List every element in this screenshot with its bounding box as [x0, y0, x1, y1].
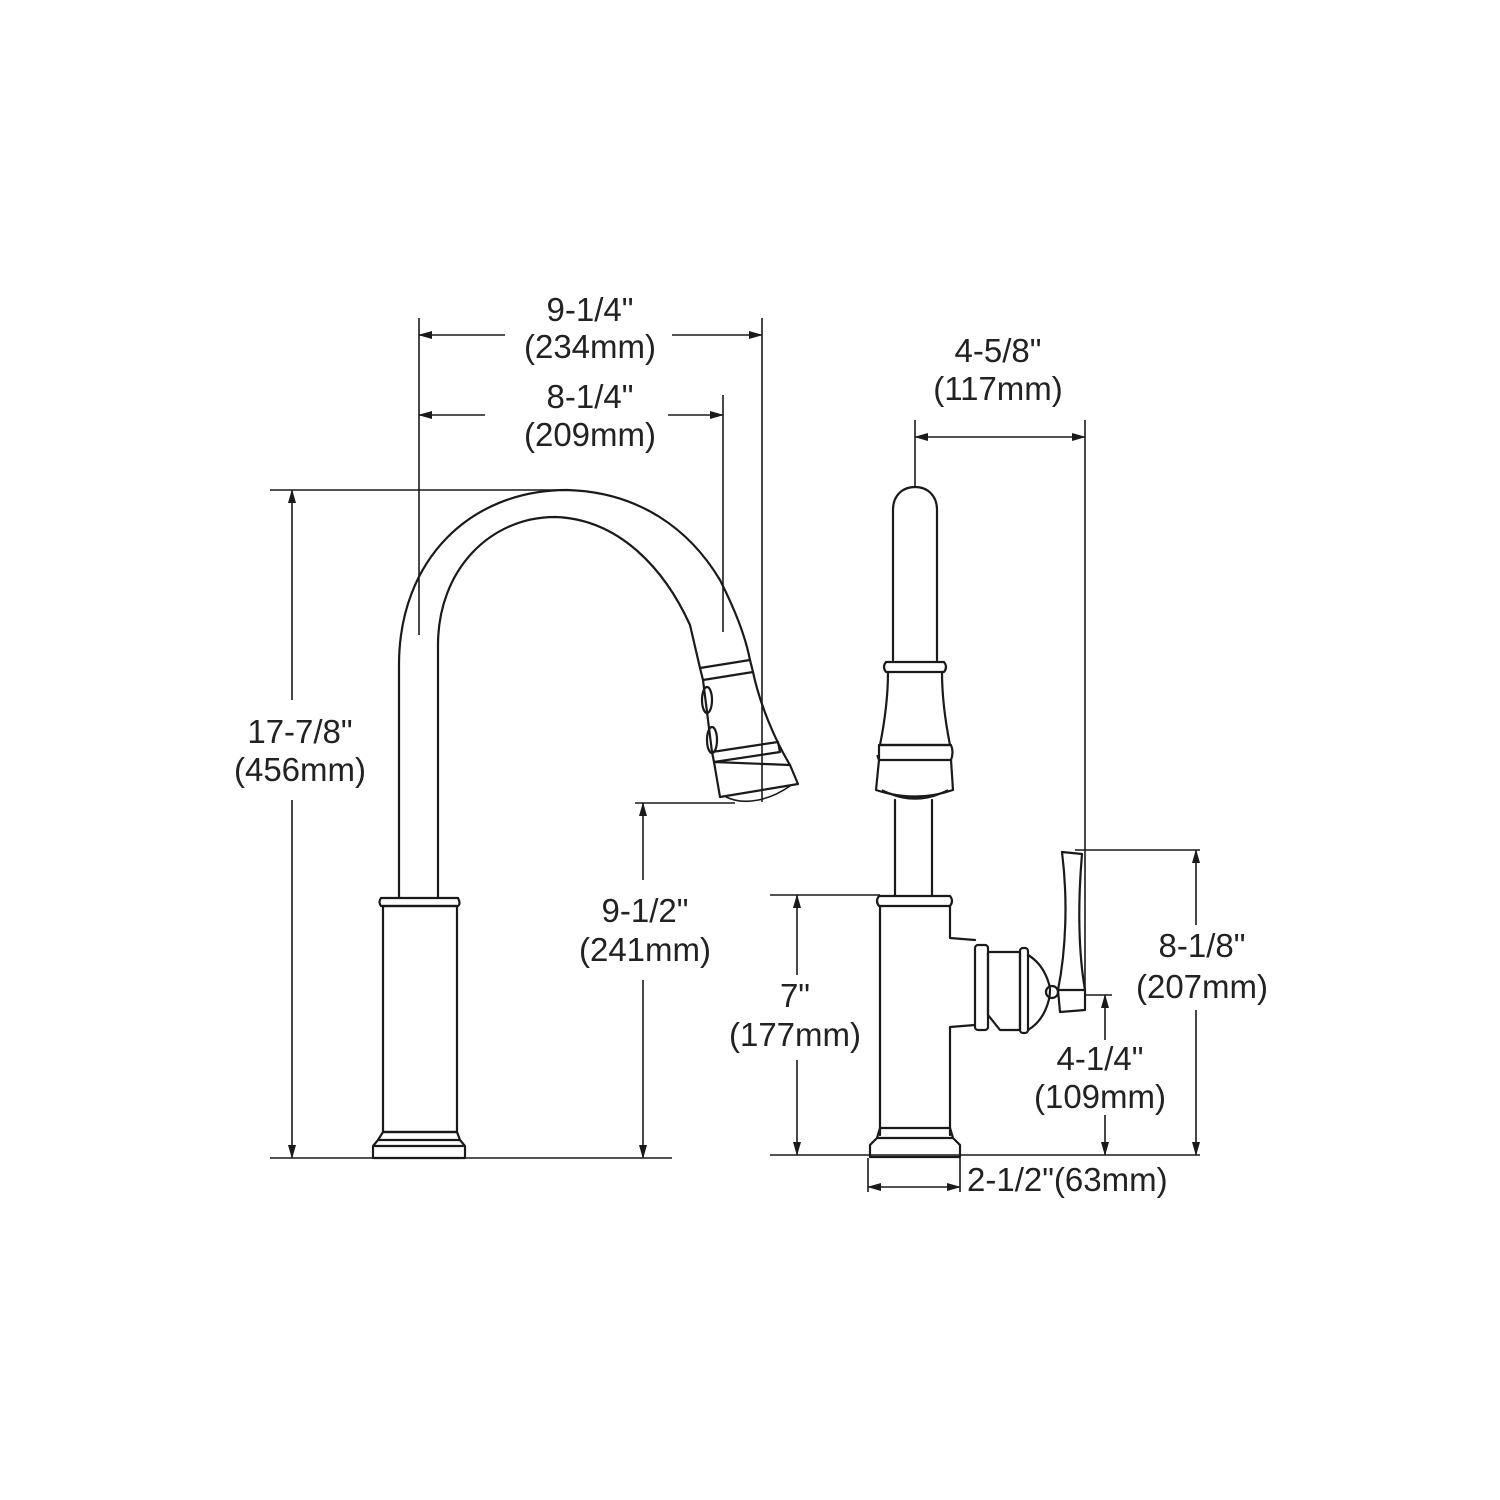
body-collar	[378, 896, 461, 908]
body-height-imperial: 7"	[780, 977, 810, 1014]
spray-head-top	[891, 485, 939, 662]
side-view-dimensions: 9-1/4" (234mm) 8-1/4" (209mm) 17-7/8" (4…	[234, 291, 763, 1159]
base-diameter-label: 2-1/2"(63mm)	[967, 1161, 1168, 1198]
handle-pivot-height-imperial: 4-1/4"	[1057, 1040, 1144, 1077]
spout-clearance-imperial: 9-1/2"	[602, 892, 689, 929]
overall-height-metric: (456mm)	[234, 751, 366, 788]
spout-outer	[397, 488, 752, 899]
handle-reach-imperial: 4-5/8"	[955, 332, 1042, 369]
base	[371, 1130, 467, 1160]
body-height-metric: (177mm)	[729, 1016, 861, 1053]
body	[381, 904, 459, 1134]
handle-cartridge	[973, 943, 1060, 1035]
front-base	[868, 1126, 962, 1159]
front-body	[878, 904, 977, 1137]
handle-pivot-height-metric: (109mm)	[1034, 1078, 1166, 1115]
spout-clearance-metric: (241mm)	[579, 931, 711, 968]
spray-head	[698, 658, 800, 803]
spout-inner	[436, 515, 702, 899]
reach-inner-metric: (209mm)	[524, 416, 656, 453]
reach-outer-metric: (234mm)	[524, 328, 656, 365]
reach-outer-imperial: 9-1/4"	[547, 291, 634, 328]
front-view-dimensions: 4-5/8" (117mm) 8-1/8" (207mm) 4-1/4" (10…	[729, 332, 1268, 1198]
handle-top-height-imperial: 8-1/8"	[1159, 927, 1246, 964]
handle-top-height-metric: (207mm)	[1136, 968, 1268, 1005]
handle-lever	[1056, 850, 1087, 1014]
overall-height-imperial: 17-7/8"	[247, 713, 352, 750]
side-view-faucet	[371, 488, 800, 1160]
front-view-faucet	[868, 485, 1087, 1159]
handle-reach-metric: (117mm)	[933, 370, 1063, 407]
reach-inner-imperial: 8-1/4"	[547, 378, 634, 415]
